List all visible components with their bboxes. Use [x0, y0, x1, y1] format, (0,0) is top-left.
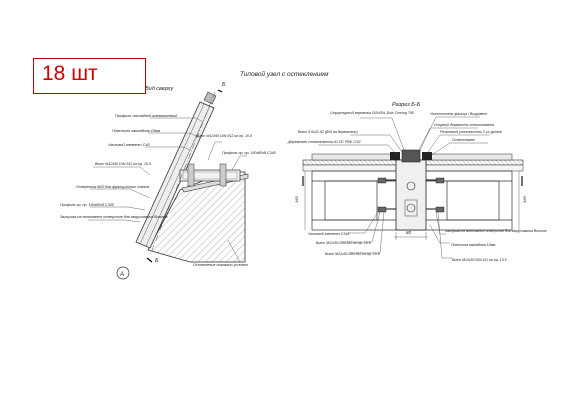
- label-bolt-c-right: Винт М12х50 DIN 912 кл.пр. 10.9: [452, 258, 507, 262]
- label-plug-right: Заглушка на монтажное отверстие для закр…: [445, 229, 547, 233]
- quantity-badge: 18 шт: [33, 58, 146, 94]
- glass-units: [311, 152, 513, 161]
- drawing-title: Типовой узел с остеклением: [240, 70, 329, 78]
- label-plug-left: Заглушка на монтажное отверстие для закр…: [60, 215, 168, 219]
- bolts: [377, 177, 445, 213]
- label-profile-sheet: Профиль пр. пр. 160х80х8 С345: [60, 203, 114, 207]
- view-marker: [116, 266, 130, 280]
- right-view-caption: Разрез Б-Б: [392, 102, 421, 108]
- dimensions: [304, 171, 520, 240]
- label-glazing: Остекление показано условно: [193, 263, 248, 267]
- label-embed-plate-left: Пластина закладная 10мм: [112, 129, 161, 133]
- label-holder: Держатель стеклопакета А1 ПС РВБ 1702: [287, 140, 361, 144]
- concrete-wall: [147, 171, 246, 263]
- label-bolt-top: Винт 5.5х32 А2 (Вбз на держатель): [298, 130, 358, 134]
- label-bolt-b-left: Винт М12х50 DIN 912 кл.пр. 10.9: [95, 162, 151, 166]
- label-profile-cold: Профиль нахладной алюминиевый: [115, 114, 178, 118]
- view-letter: А: [119, 272, 124, 278]
- label-insulation: Уплотнитель фальца / Вигурмет: [430, 112, 487, 116]
- label-embed-plate-right: Пластина закладная 10мм: [451, 243, 496, 247]
- dim-center: 80: [406, 230, 412, 235]
- label-rubber: Резиновый уплотнитель 2-ух уровне: [440, 130, 502, 134]
- section-mark-bottom: Б: [155, 258, 159, 264]
- diagonal-profile: [135, 91, 217, 249]
- tube-profile: [179, 163, 241, 187]
- label-sealant: Структурный герметик DOWSIL Dow Corning …: [330, 111, 414, 115]
- right-leaders: [318, 116, 490, 259]
- section-line: [146, 89, 223, 263]
- center-post: [395, 149, 427, 231]
- left-leaders: [88, 117, 247, 263]
- section-cut-markers: [302, 176, 523, 186]
- label-profile-pipe: Профиль пр. пр. 160х80х8 С345: [222, 151, 276, 155]
- label-bolt-b-right: Винт М12х50 DIN 912 кл.пр. 10.9: [325, 252, 380, 256]
- section-mark-top: Б: [222, 82, 226, 88]
- label-bolt-a-right: Винт М12х50 DIN 912 кл.пр. 10.9: [316, 241, 371, 245]
- quantity-badge-text: 18 шт: [42, 62, 98, 85]
- dim-side-right: 160: [522, 196, 527, 203]
- dim-side-left: 160: [294, 196, 299, 203]
- label-bracket: Опорный держатель стеклопакета: [434, 123, 494, 127]
- label-angle-left: Уголовой элемент С45: [108, 143, 150, 147]
- label-angle-right: Уголовой элемент С345: [308, 232, 349, 236]
- label-bolt-a-left: Винт М12х50 DIN 912 кл.пр. 10.9: [196, 134, 252, 138]
- label-holes: Отверстия М20 для французского стекла: [76, 185, 149, 189]
- label-glass-unit: Стеклопакет: [452, 138, 475, 142]
- left-view-caption: Вид сверху: [145, 86, 174, 92]
